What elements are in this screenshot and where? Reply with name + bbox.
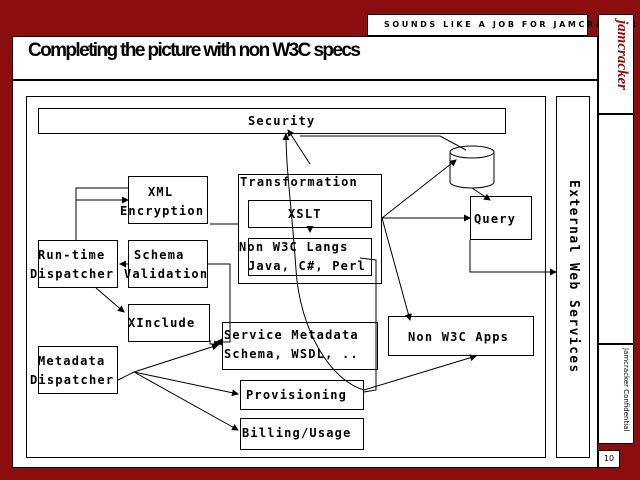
database-icon [449, 145, 495, 189]
transformation-label: Transformation [240, 175, 358, 189]
title-panel [12, 36, 598, 80]
query-label: Query [474, 212, 517, 226]
header-tagline: SOUNDS LIKE A JOB FOR JAMCRACKER [367, 14, 636, 36]
runtime-dispatcher-label-1: Run-time [38, 248, 106, 262]
runtime-dispatcher-label-2: Dispatcher [30, 267, 115, 281]
slide-title: Completing the picture with non W3C spec… [28, 40, 361, 61]
non-w3c-apps-box [388, 316, 534, 356]
provisioning-box [240, 380, 364, 410]
xml-encryption-label-1: XML [148, 185, 174, 199]
sidebar-panel [598, 114, 634, 344]
metadata-dispatcher-label-1: Metadata [38, 354, 106, 368]
service-metadata-box [222, 322, 378, 370]
non-w3c-apps-label: Non W3C Apps [408, 330, 510, 344]
billing-usage-box [240, 418, 364, 450]
xslt-label: XSLT [288, 207, 322, 221]
metadata-dispatcher-box [38, 346, 118, 394]
page-number: 10 [598, 450, 620, 468]
query-box [470, 196, 532, 240]
confidential-panel [598, 344, 634, 444]
metadata-dispatcher-label-2: Dispatcher [30, 373, 115, 387]
external-web-services-box [556, 96, 590, 458]
xml-encryption-box [128, 176, 208, 224]
confidential-label: Jamcracker Confidential [622, 348, 630, 432]
xml-encryption-label-2: Encryption [120, 204, 205, 218]
jamcracker-logo: jamcracker [614, 20, 630, 90]
non-w3c-langs-box [248, 238, 372, 276]
billing-usage-label: Billing/Usage [242, 426, 352, 440]
runtime-dispatcher-box [38, 240, 118, 288]
security-box [38, 108, 506, 134]
xinclude-box [128, 304, 210, 342]
schema-validation-label-2: Validation [124, 267, 209, 281]
security-label: Security [248, 114, 316, 128]
schema-validation-label-1: Schema [134, 248, 185, 262]
non-w3c-langs-label-1: Non W3C Langs [239, 240, 349, 254]
service-metadata-label-1: Service Metadata [224, 328, 359, 342]
provisioning-label: Provisioning [246, 388, 348, 402]
xinclude-label: XInclude [128, 316, 196, 330]
non-w3c-langs-label-2: Java, C#, Perl [248, 259, 366, 273]
schema-validation-box [128, 240, 208, 288]
logo-panel [598, 14, 634, 114]
external-web-services-label: External Web Services [566, 180, 581, 374]
